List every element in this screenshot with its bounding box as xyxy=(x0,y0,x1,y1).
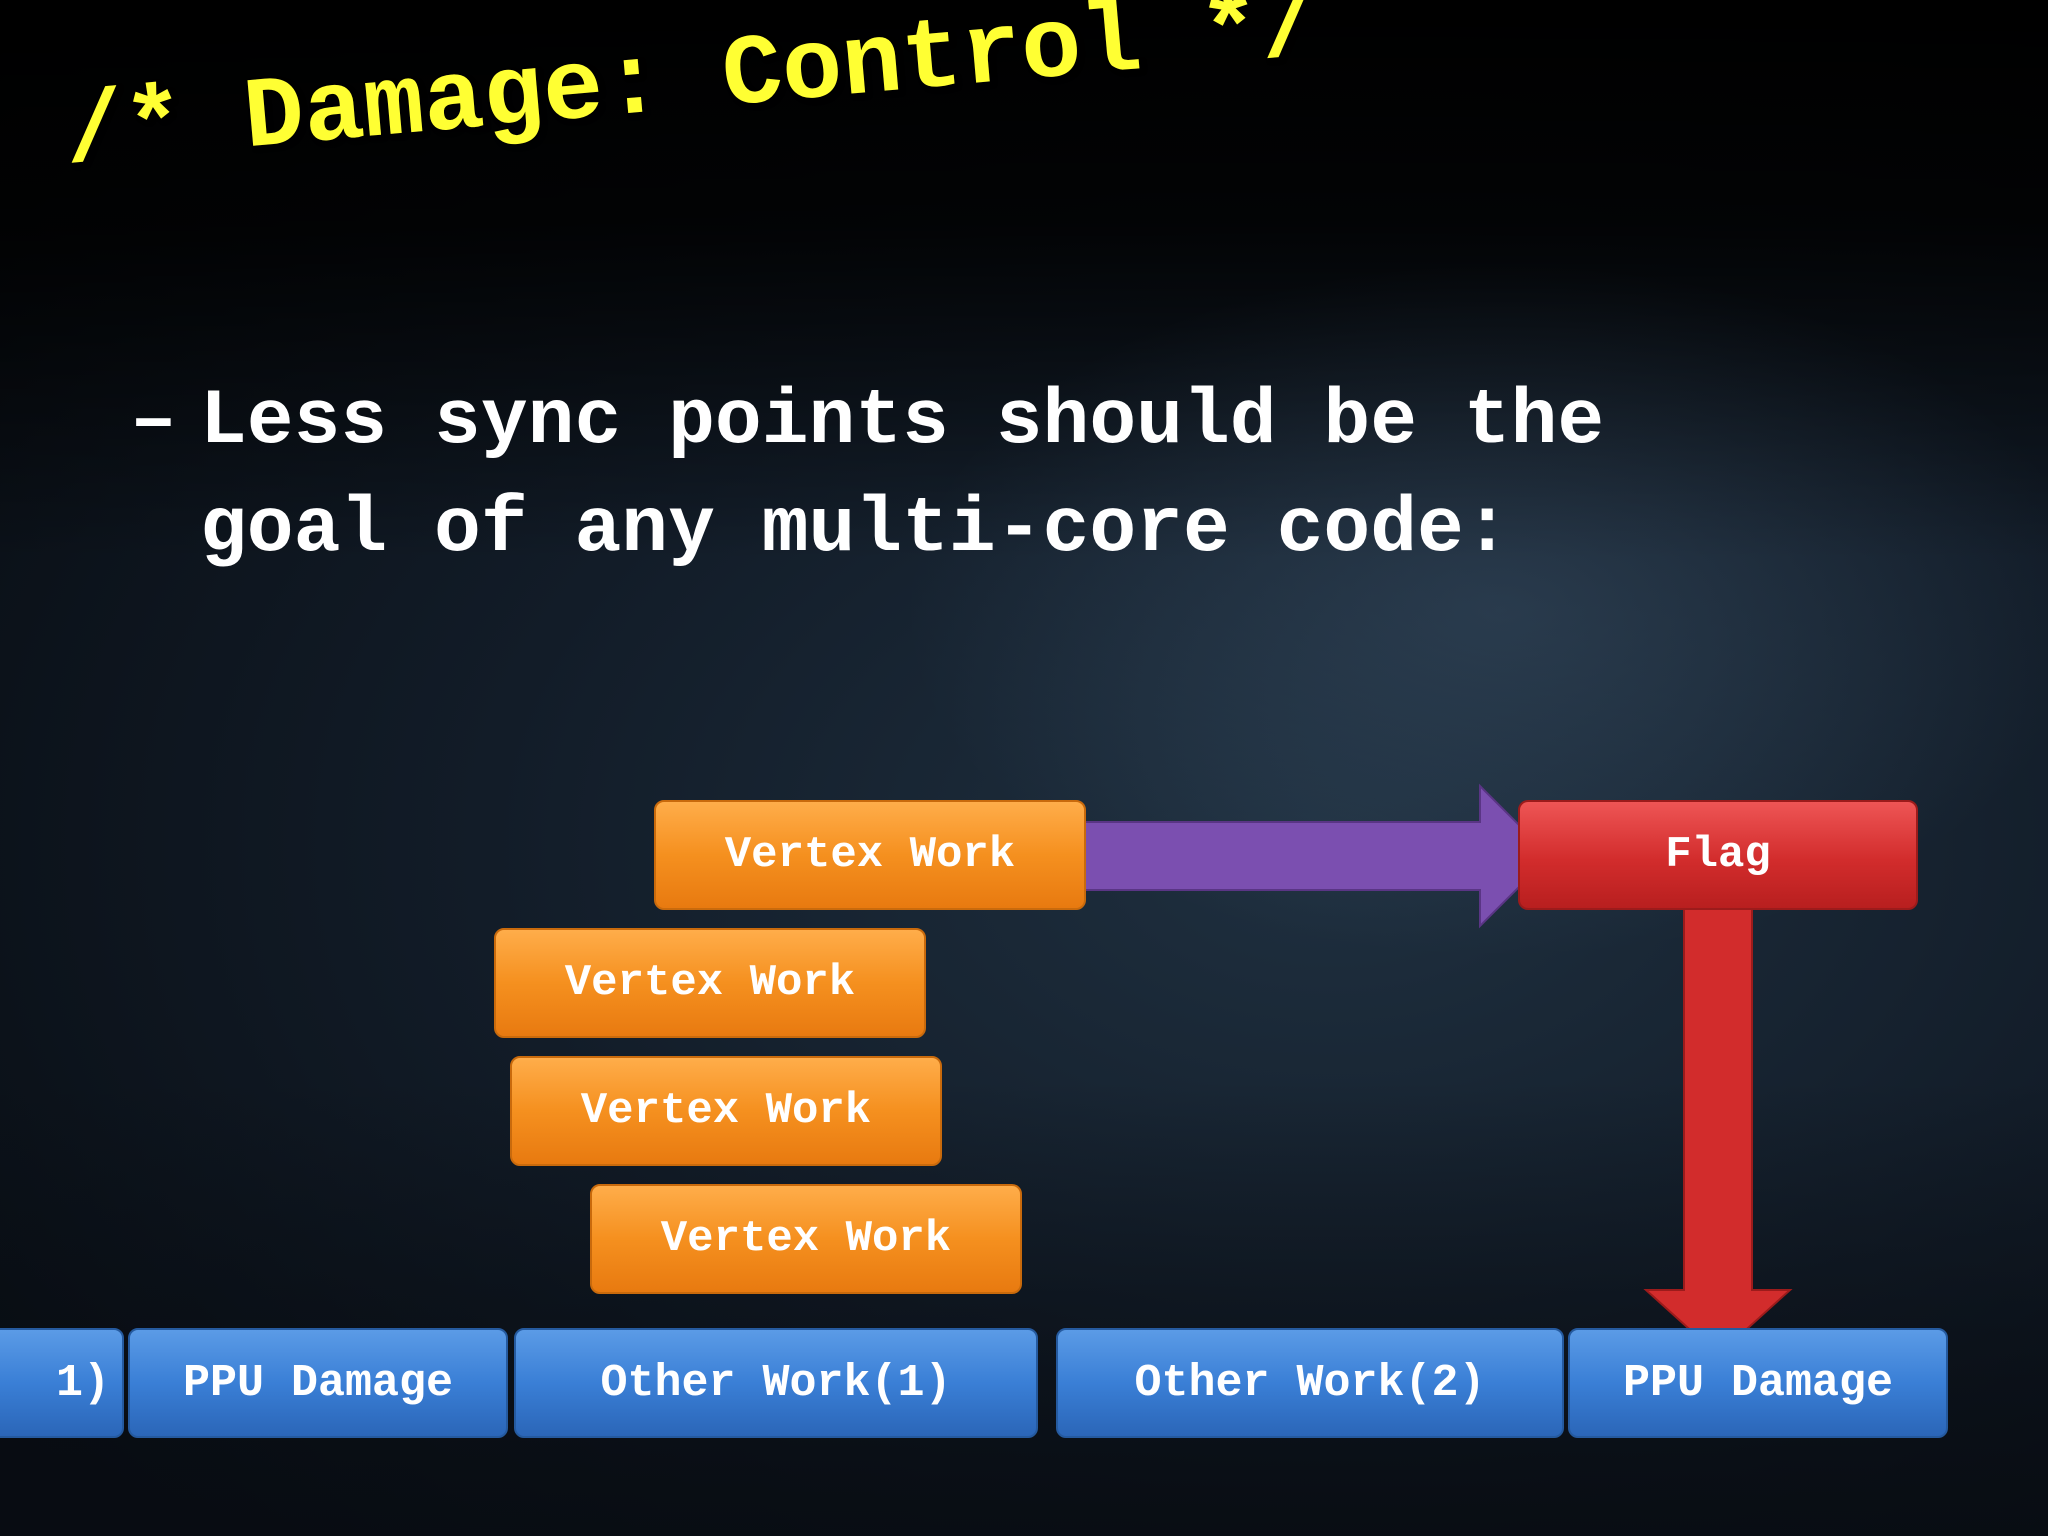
flag-box: Flag xyxy=(1518,800,1918,910)
bullet-marker: – xyxy=(130,378,177,466)
timeline-box-ppu-damage-1: PPU Damage xyxy=(128,1328,508,1438)
timeline-box-ppu-damage-2: PPU Damage xyxy=(1568,1328,1948,1438)
bullet-line-2: goal of any multi-core code: xyxy=(200,486,1511,574)
vertex-work-box-1: Vertex Work xyxy=(654,800,1086,910)
timeline-box-partial: 1) xyxy=(0,1328,124,1438)
arrow-flag-to-ppu-damage xyxy=(1643,907,1793,1357)
arrow-vertex-to-flag xyxy=(1079,783,1552,929)
timeline-box-other-work-2: Other Work(2) xyxy=(1056,1328,1564,1438)
vertex-work-box-4: Vertex Work xyxy=(590,1184,1022,1294)
background-shade xyxy=(0,0,2048,560)
bullet-line-1: Less sync points should be the xyxy=(200,378,1605,466)
vertex-work-box-3: Vertex Work xyxy=(510,1056,942,1166)
timeline-box-other-work-1: Other Work(1) xyxy=(514,1328,1038,1438)
vertex-work-box-2: Vertex Work xyxy=(494,928,926,1038)
